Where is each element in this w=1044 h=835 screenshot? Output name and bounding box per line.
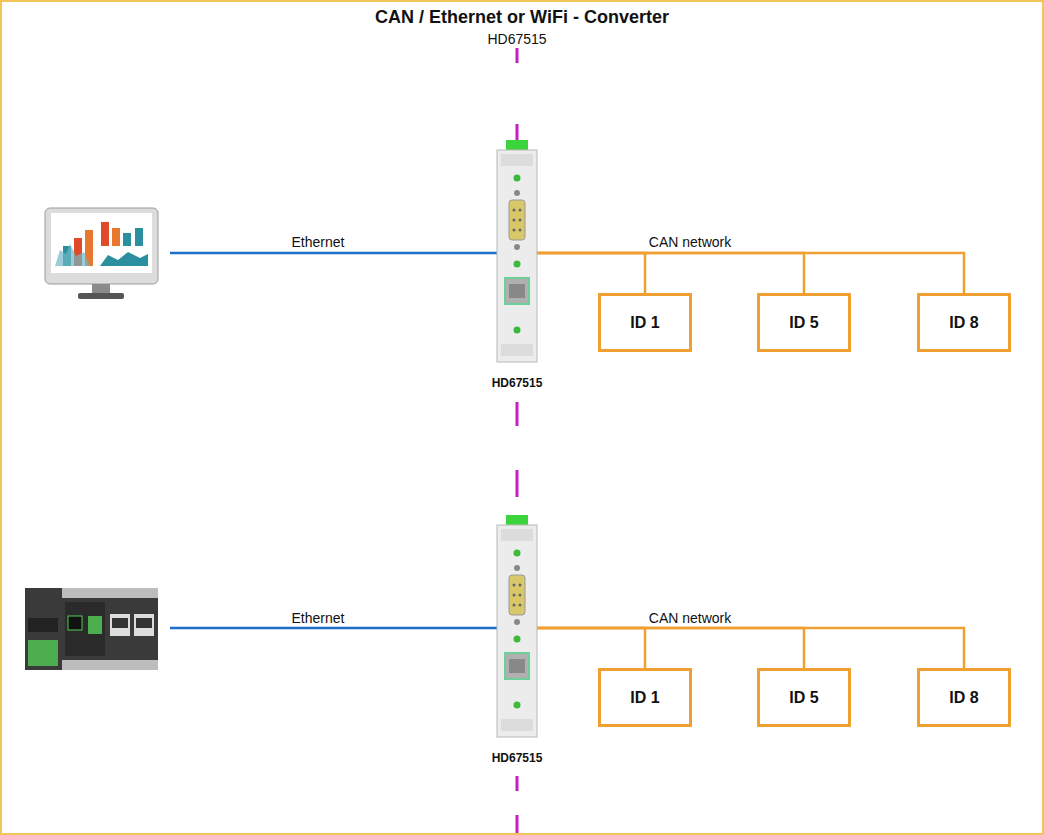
device-id-box: ID 8 (917, 668, 1011, 727)
device-name: HD67515 (492, 751, 543, 765)
converter-device (495, 140, 539, 364)
node-id: ID 1 (630, 314, 659, 332)
wire-label: CAN network (647, 610, 733, 626)
node-id: ID 1 (630, 689, 659, 707)
converter-device (495, 515, 539, 739)
node-id: ID 5 (789, 689, 818, 707)
node-id: ID 8 (949, 314, 978, 332)
can-connector (537, 628, 964, 668)
converter-node: HD67515 (497, 525, 537, 737)
wire-label: Ethernet (290, 610, 347, 626)
can-connector (537, 253, 964, 293)
can-connector (537, 253, 645, 293)
subtitle: HD67515 (487, 31, 546, 47)
ethernet-wire (170, 252, 497, 255)
can-connector (537, 628, 645, 668)
wire-label: CAN network (647, 234, 733, 250)
plc-icon (25, 588, 158, 670)
device-id-box: ID 5 (757, 668, 851, 727)
monitor-icon (45, 208, 158, 299)
can-connector (537, 628, 804, 668)
device-id-box: ID 8 (917, 293, 1011, 352)
converter-node: HD67515 (497, 150, 537, 362)
node-id: ID 5 (789, 314, 818, 332)
diagram-title: CAN / Ethernet or WiFi - Converter (375, 7, 669, 28)
device-id-box: ID 1 (598, 293, 692, 352)
can-connector (537, 253, 804, 293)
ethernet-wire (170, 627, 497, 630)
wire-label: Ethernet (290, 234, 347, 250)
node-id: ID 8 (949, 689, 978, 707)
device-id-box: ID 1 (598, 668, 692, 727)
device-id-box: ID 5 (757, 293, 851, 352)
device-name: HD67515 (492, 376, 543, 390)
